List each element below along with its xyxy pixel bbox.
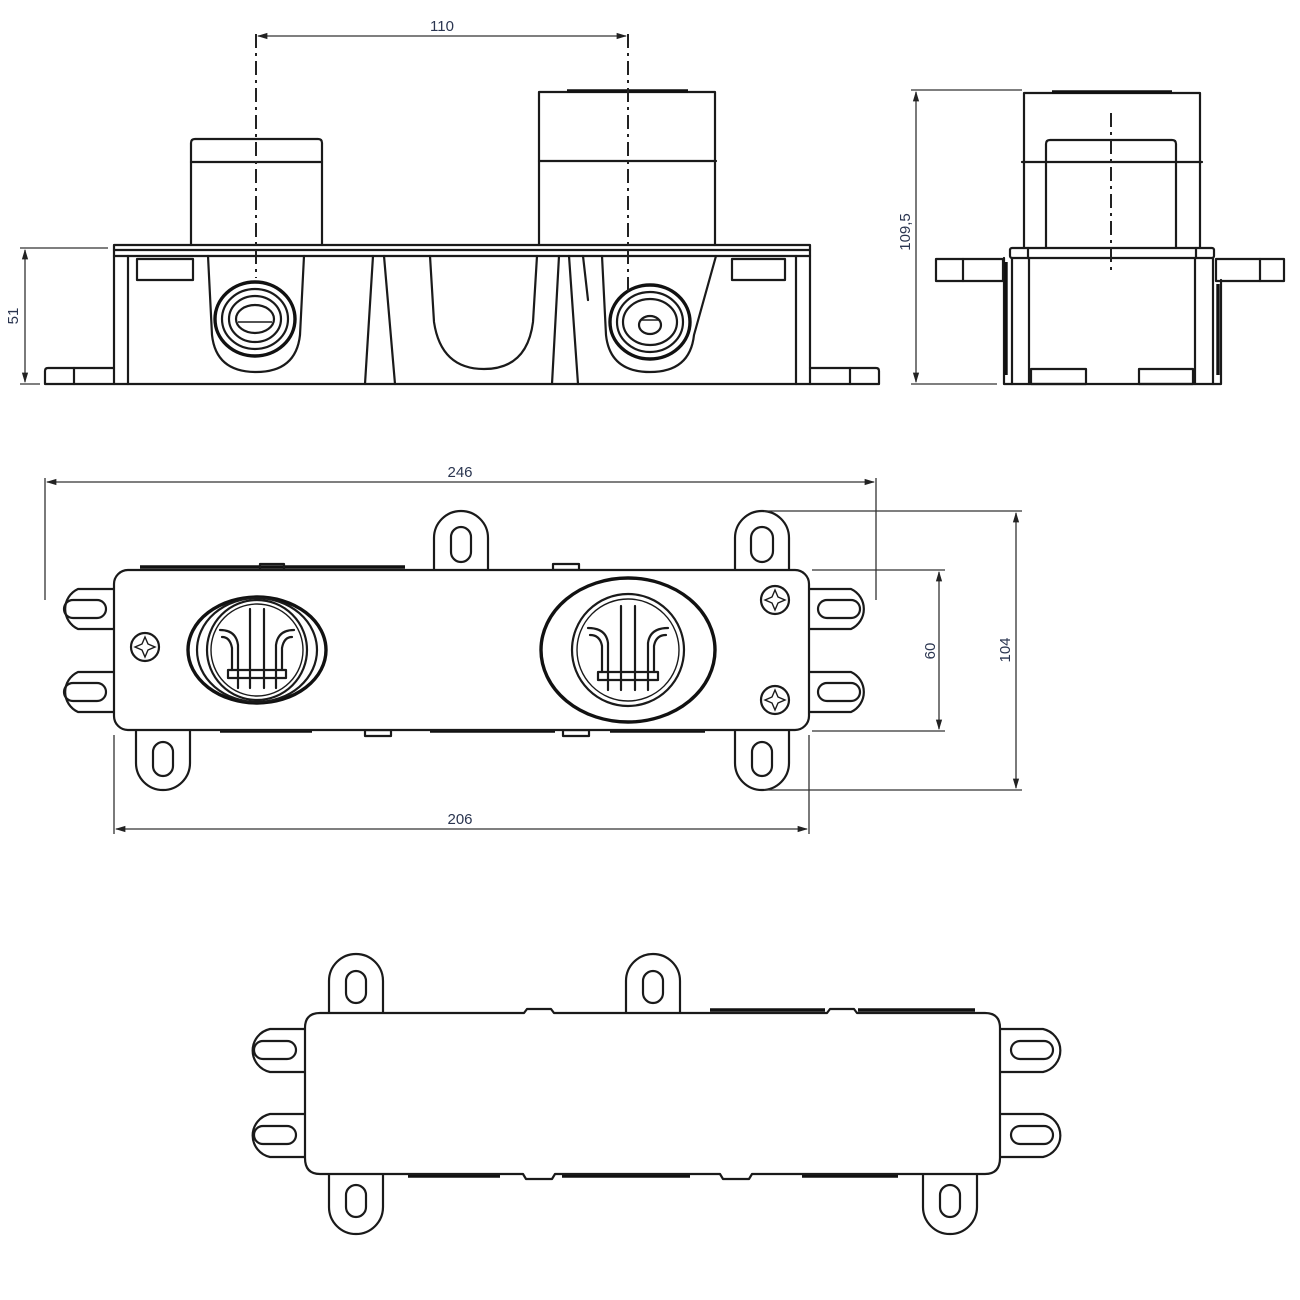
right-spindle <box>537 89 718 247</box>
dimension-110: 110 <box>256 18 628 40</box>
mounting-lug <box>806 587 865 631</box>
dimension-246: 246 <box>44 464 877 600</box>
screw-icon <box>129 631 161 663</box>
front-elevation-view: 110 51 <box>5 18 881 386</box>
dimension-60: 60 <box>812 569 945 732</box>
dimension-104: 104 <box>764 510 1022 791</box>
right-port-fitting <box>608 283 692 361</box>
dimension-label-104: 104 <box>997 637 1014 662</box>
dimension-109-5: 109,5 <box>897 89 1022 385</box>
mounting-lug <box>921 1173 979 1236</box>
mounting-lug <box>251 1027 307 1074</box>
dimension-label-109-5: 109,5 <box>897 213 914 251</box>
dimension-label-51: 51 <box>5 308 22 325</box>
mounting-lug <box>733 728 791 792</box>
screw-icon <box>759 684 791 716</box>
screw-icon <box>759 584 791 616</box>
left-port-fitting <box>213 280 297 358</box>
mounting-lug <box>327 1173 385 1236</box>
dimension-label-206: 206 <box>447 811 472 828</box>
plan-top-view: 246 206 60 104 <box>44 464 1022 834</box>
mounting-lug <box>733 509 791 573</box>
valve-logo-icon <box>218 607 296 690</box>
mounting-lug <box>806 670 865 714</box>
mounting-lug <box>327 952 385 1015</box>
mounting-lug <box>998 1112 1062 1159</box>
dimension-51: 51 <box>5 247 108 385</box>
cover-plate <box>112 568 811 732</box>
mounting-lug <box>251 1112 307 1159</box>
mounting-plate-edge <box>112 243 812 252</box>
valve-logo-icon <box>586 604 670 692</box>
dimension-206: 206 <box>113 735 810 834</box>
plan-bottom-view <box>251 952 1062 1236</box>
mounting-lug <box>134 728 192 792</box>
mounting-lug <box>624 952 682 1015</box>
dimension-label-246: 246 <box>447 464 472 481</box>
dimension-label-110: 110 <box>430 18 454 35</box>
mounting-box-base <box>303 1007 1002 1181</box>
right-valve-port <box>539 576 717 724</box>
side-elevation-view: 109,5 <box>897 89 1286 386</box>
mounting-lug <box>432 509 490 573</box>
mounting-lug <box>998 1027 1062 1074</box>
left-valve-port <box>186 595 328 705</box>
dimension-label-60: 60 <box>922 643 939 660</box>
